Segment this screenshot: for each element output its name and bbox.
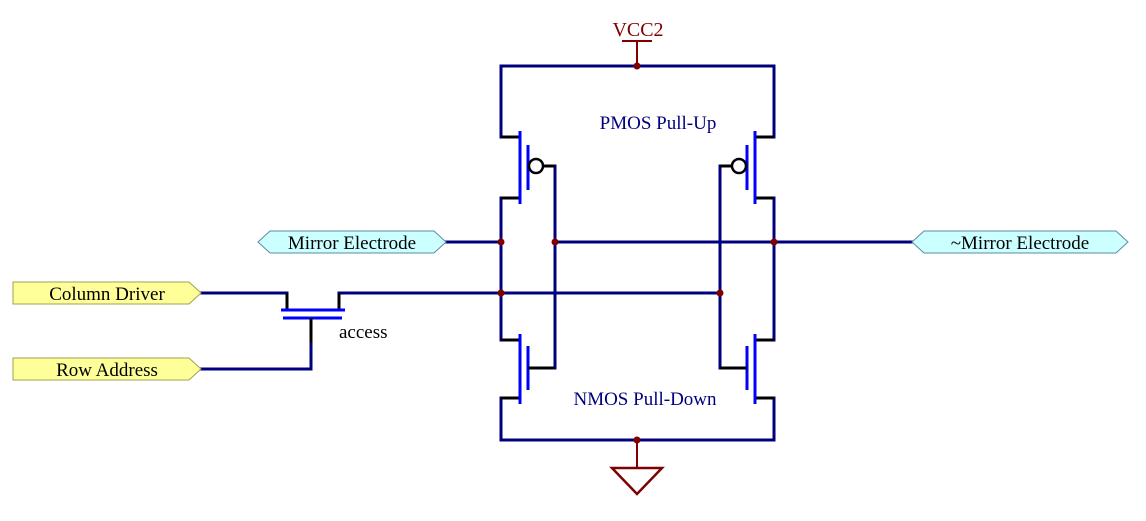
port-mirror-electrode-label: Mirror Electrode [288,233,416,254]
port-column-driver-label: Column Driver [49,284,165,305]
pmos-label: PMOS Pull-Up [600,113,717,134]
ground-symbol [609,442,665,496]
right-inverter-wires [718,164,776,370]
left-inverter-wires [499,164,557,370]
access-transistor [281,293,345,371]
access-label: access [339,322,388,343]
port-not-mirror-electrode-label: ~Mirror Electrode [951,233,1089,254]
port-row-address: Row Address [12,357,202,381]
nmos-label: NMOS Pull-Down [573,389,717,410]
port-column-driver: Column Driver [12,281,202,305]
pmos-left-transistor [501,131,555,204]
vcc-label: VCC2 [612,19,663,41]
nmos-right-transistor [720,334,774,404]
nmos-left-transistor [501,334,555,404]
port-not-mirror-electrode: ~Mirror Electrode [911,230,1129,254]
port-row-address-label: Row Address [56,360,158,381]
vcc-symbol: VCC2 [612,19,664,64]
nets [199,240,914,371]
pmos-right-transistor [720,131,774,204]
junction-dots [497,62,778,444]
port-mirror-electrode: Mirror Electrode [257,230,447,254]
